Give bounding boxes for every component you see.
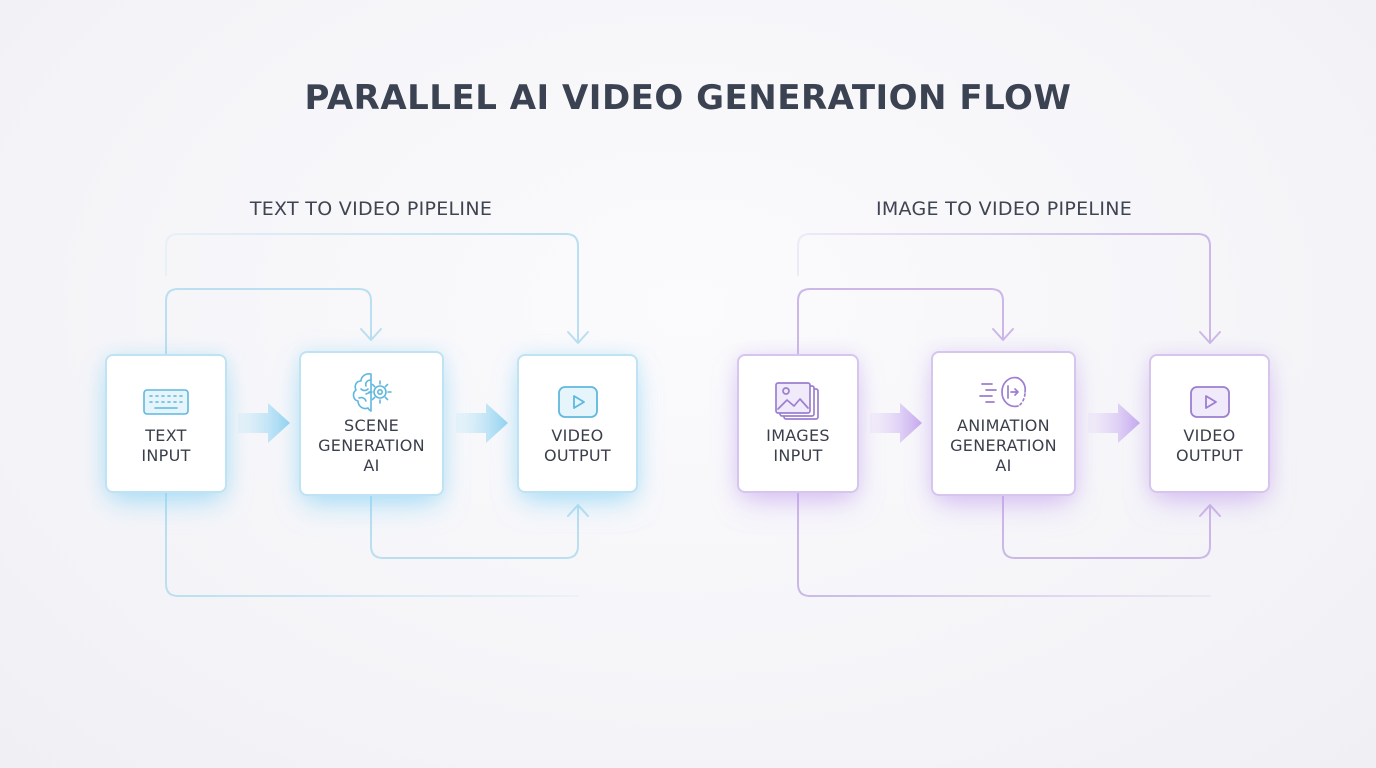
node-label: ANIMATION GENERATION AI: [950, 415, 1057, 475]
flow-arrow-text-to-scene: [238, 403, 290, 443]
bypass-connector-inner-top: [165, 288, 372, 355]
bypass-connector-outer-bottom: [165, 492, 579, 597]
arrowhead-inner-bottom: [1199, 504, 1221, 517]
animation-generation-ai-node: ANIMATION GENERATION AI: [931, 351, 1076, 496]
motion-icon: [978, 372, 1030, 412]
bypass-connector-inner-bottom: [370, 495, 579, 559]
text-pipeline-connectors: [165, 233, 589, 597]
arrowhead-inner-top: [992, 328, 1014, 341]
arrowhead-inner-top: [360, 328, 382, 341]
node-label: TEXT INPUT: [141, 425, 191, 465]
node-label: IMAGES INPUT: [766, 425, 830, 465]
bypass-connector-outer-top: [797, 233, 1211, 343]
scene-generation-ai-node: SCENE GENERATION AI: [299, 351, 444, 496]
output-motion-streaks-purple: [1272, 395, 1331, 453]
node-label: VIDEO OUTPUT: [1175, 425, 1243, 465]
video-output-node: VIDEO OUTPUT: [1149, 354, 1270, 493]
images-input-node: IMAGES INPUT: [737, 354, 859, 493]
text-input-node: TEXT INPUT: [105, 354, 227, 493]
arrowhead-outer-top: [567, 331, 589, 344]
brain-gear-icon: [346, 372, 398, 412]
node-label: VIDEO OUTPUT: [543, 425, 611, 465]
video-output-node: VIDEO OUTPUT: [517, 354, 638, 493]
text-pipeline-label: TEXT TO VIDEO PIPELINE: [249, 198, 493, 220]
flow-arrow-animation-to-output: [1088, 403, 1140, 443]
bypass-connector-outer-bottom: [797, 492, 1211, 597]
keyboard-icon: [140, 382, 192, 422]
video-play-icon: [1184, 382, 1236, 422]
image-pipeline-connectors: [797, 233, 1221, 597]
video-play-icon: [552, 382, 604, 422]
bypass-connector-outer-top: [165, 233, 579, 343]
bypass-connector-inner-bottom: [1002, 495, 1211, 559]
output-motion-streaks-blue: [640, 395, 699, 453]
flow-arrow-scene-to-output: [456, 403, 508, 443]
diagram-title: PARALLEL AI VIDEO GENERATION FLOW: [304, 78, 1072, 118]
arrowhead-outer-top: [1199, 331, 1221, 344]
node-label: SCENE GENERATION AI: [318, 415, 425, 475]
arrowhead-inner-bottom: [567, 504, 589, 517]
flow-arrow-images-to-animation: [870, 403, 922, 443]
bypass-connector-inner-top: [797, 288, 1004, 355]
image-stack-icon: [772, 381, 824, 422]
image-pipeline-label: IMAGE TO VIDEO PIPELINE: [875, 198, 1133, 220]
